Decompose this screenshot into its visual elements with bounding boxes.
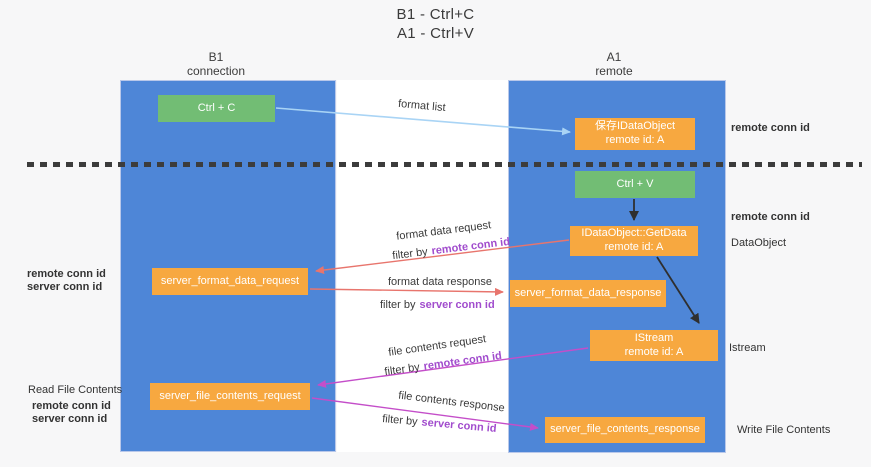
- node-save-idataobject: 保存IDataObject remote id: A: [575, 118, 695, 150]
- lane-a1-subtitle: remote: [595, 63, 633, 78]
- node-server-format-data-response-label: server_format_data_response: [514, 286, 662, 299]
- annotation-left-remote-conn-id: remote conn id: [27, 268, 106, 280]
- node-ctrl-c-label: Ctrl + C: [197, 101, 236, 114]
- diagram-title-line1: B1 - Ctrl+C: [396, 6, 475, 23]
- node-server-file-contents-request-label: server_file_contents_request: [159, 389, 301, 402]
- lane-b1-subtitle: connection: [186, 63, 246, 78]
- annotation-dataobject: DataObject: [731, 237, 787, 249]
- node-ctrl-c: Ctrl + C: [158, 95, 275, 122]
- node-istream-line1: IStream: [634, 331, 674, 344]
- diagram-title-line2: A1 - Ctrl+V: [396, 25, 475, 42]
- annotation-left-server-conn-id-2: server conn id: [32, 413, 108, 425]
- annotation-left-server-conn-id: server conn id: [27, 281, 103, 293]
- lane-header-b1: B1 connection: [120, 50, 312, 79]
- node-ctrl-v: Ctrl + V: [575, 171, 695, 198]
- lane-header-a1: A1 remote: [508, 50, 720, 79]
- annotation-remote-conn-id-mid: remote conn id: [731, 211, 810, 223]
- lane-a1-name: A1: [606, 50, 622, 64]
- node-save-idataobject-line1: 保存IDataObject: [594, 120, 676, 133]
- node-istream-line2: remote id: A: [624, 345, 684, 358]
- node-idataobject-getdata-line1: IDataObject::GetData: [581, 227, 687, 240]
- node-idataobject-getdata: IDataObject::GetData remote id: A: [570, 226, 698, 256]
- label-format-data-response: format data response: [388, 276, 492, 288]
- annotation-remote-conn-id-top: remote conn id: [731, 122, 810, 134]
- phase-divider-dashed-line: [27, 162, 862, 167]
- node-istream: IStream remote id: A: [590, 330, 718, 361]
- annotation-istream: Istream: [729, 342, 766, 354]
- node-server-format-data-response: server_format_data_response: [510, 280, 666, 307]
- annotation-write-file-contents: Write File Contents: [737, 424, 831, 436]
- node-server-file-contents-request: server_file_contents_request: [150, 383, 310, 410]
- node-server-format-data-request-label: server_format_data_request: [160, 274, 300, 287]
- node-server-file-contents-response: server_file_contents_response: [545, 417, 705, 443]
- annotation-left-remote-conn-id-2: remote conn id: [32, 400, 111, 412]
- lane-b1-name: B1: [208, 50, 224, 64]
- node-ctrl-v-label: Ctrl + V: [616, 177, 654, 190]
- node-server-file-contents-response-label: server_file_contents_response: [550, 423, 700, 436]
- node-idataobject-getdata-line2: remote id: A: [604, 241, 664, 253]
- node-server-format-data-request: server_format_data_request: [152, 268, 308, 295]
- label-filter-by-text: filter by: [380, 299, 416, 311]
- annotation-read-file-contents: Read File Contents: [28, 384, 123, 396]
- label-server-conn-id: server conn id: [419, 299, 495, 311]
- node-save-idataobject-line2: remote id: A: [605, 134, 665, 146]
